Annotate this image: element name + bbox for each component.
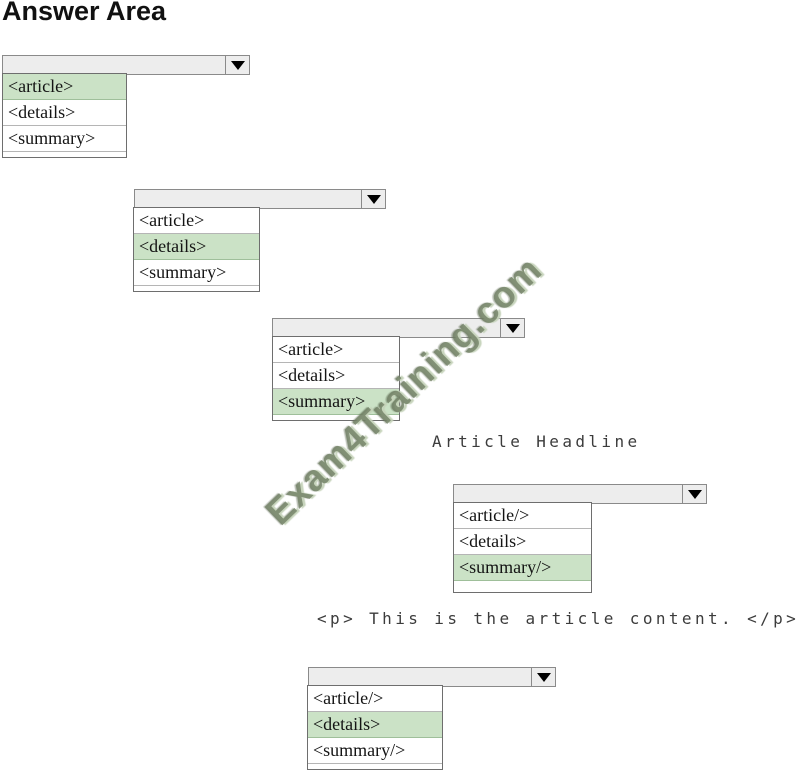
option-details[interactable]: <details> [134, 234, 259, 260]
dropdown-1-arrow-button[interactable] [225, 56, 249, 74]
dropdown-5[interactable] [308, 667, 556, 687]
option-details[interactable]: <details> [3, 100, 126, 126]
article-content-text: <p> This is the article content. </p> [317, 609, 800, 628]
dropdown-5-arrow-button[interactable] [531, 668, 555, 686]
option-summary[interactable]: <summary> [273, 389, 399, 415]
dropdown-2-options: <article> <details> <summary> [133, 207, 260, 292]
page-title: Answer Area [2, 0, 167, 26]
caret-down-icon [366, 194, 381, 204]
option-details[interactable]: <details> [273, 363, 399, 389]
option-article[interactable]: <article> [3, 74, 126, 100]
dropdown-4-arrow-button[interactable] [682, 485, 706, 503]
option-summary[interactable]: <summary> [134, 260, 259, 286]
option-article-close[interactable]: <article/> [308, 686, 442, 712]
caret-down-icon [230, 60, 245, 70]
option-article[interactable]: <article> [134, 208, 259, 234]
dropdown-3[interactable] [272, 318, 525, 338]
dropdown-4[interactable] [453, 484, 707, 504]
dropdown-4-options: <article/> <details> <summary/> [453, 502, 592, 593]
option-article[interactable]: <article> [273, 337, 399, 363]
option-article-close[interactable]: <article/> [454, 503, 591, 529]
dropdown-2[interactable] [134, 189, 386, 209]
option-summary-close[interactable]: <summary/> [308, 738, 442, 764]
dropdown-3-options: <article> <details> <summary> [272, 336, 400, 421]
dropdown-1[interactable] [2, 55, 250, 75]
option-details[interactable]: <details> [454, 529, 591, 555]
caret-down-icon [505, 323, 520, 333]
caret-down-icon [687, 489, 702, 499]
dropdown-2-arrow-button[interactable] [361, 190, 385, 208]
option-details[interactable]: <details> [308, 712, 442, 738]
option-summary-close[interactable]: <summary/> [454, 555, 591, 581]
dropdown-5-options: <article/> <details> <summary/> [307, 685, 443, 770]
dropdown-1-options: <article> <details> <summary> [2, 73, 127, 158]
article-headline-text: Article Headline [432, 432, 641, 451]
caret-down-icon [536, 672, 551, 682]
dropdown-3-arrow-button[interactable] [500, 319, 524, 337]
option-summary[interactable]: <summary> [3, 126, 126, 152]
